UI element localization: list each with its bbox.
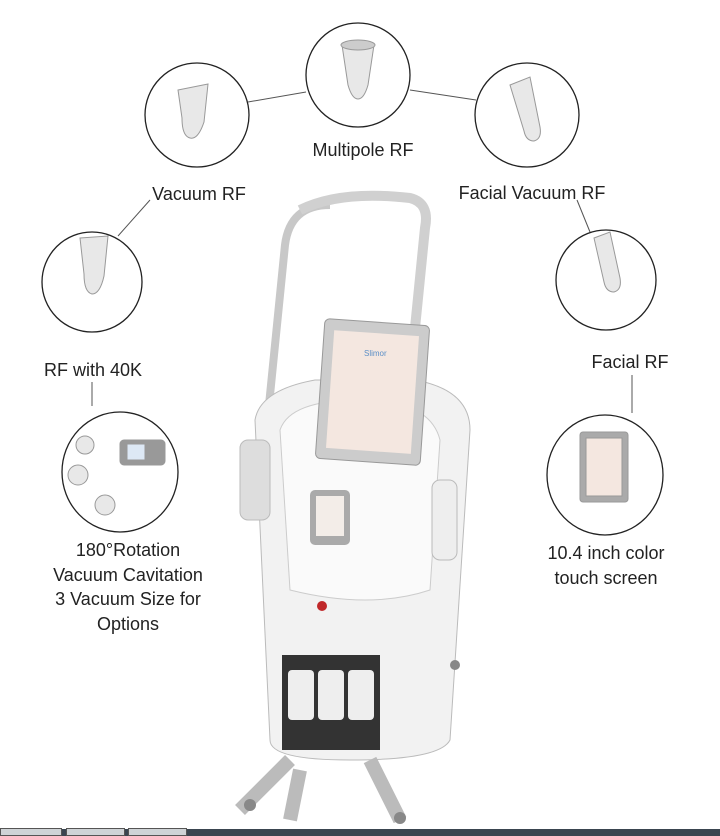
label-touch-screen: 10.4 inch color touch screen	[547, 543, 665, 588]
label-cavitation: 180°Rotation Vacuum Cavitation 3 Vacuum …	[53, 540, 203, 634]
label-facial-rf: Facial RF	[591, 352, 669, 372]
bottom-tab[interactable]	[0, 828, 62, 836]
bottom-tab[interactable]	[66, 828, 125, 836]
bottom-tab[interactable]	[128, 828, 187, 836]
label-facial-vacuum-rf: Facial Vacuum RF	[458, 183, 606, 203]
vacuum-cup-icon	[75, 435, 95, 455]
bottom-strip	[0, 829, 720, 836]
label-multipole-rf: Multipole RF	[312, 140, 414, 160]
emergency-stop-icon	[317, 601, 327, 611]
vacuum-handpiece-icon	[177, 83, 209, 139]
facial-vacuum-handpiece-icon	[509, 76, 541, 142]
label-vacuum-rf: Vacuum RF	[152, 184, 246, 204]
multipole-handpiece-icon	[341, 44, 375, 100]
logo-text: Slimor	[364, 349, 387, 358]
label-rf-40k: RF with 40K	[43, 360, 143, 380]
machine-body: Slimor	[235, 190, 471, 824]
connector-lines	[91, 89, 633, 413]
facial-rf-handpiece-icon	[593, 231, 621, 293]
rf40k-handpiece-icon	[79, 235, 109, 295]
